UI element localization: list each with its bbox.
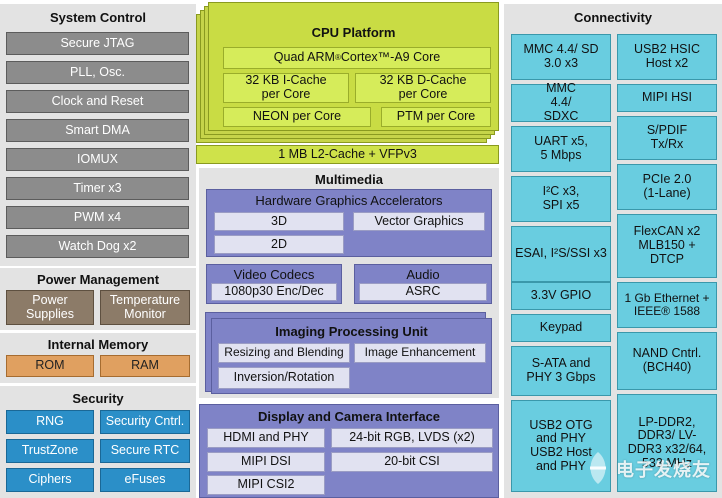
power-management-panel: Power Management Power Supplies Temperat… <box>0 268 196 330</box>
mipi-dsi-block: MIPI DSI <box>207 452 325 472</box>
rgb-lvds-block: 24-bit RGB, LVDS (x2) <box>331 428 493 448</box>
ptm-block: PTM per Core <box>381 107 491 127</box>
iomux-block: IOMUX <box>6 148 189 171</box>
2d-block: 2D <box>214 235 344 254</box>
secure-jtag-block: Secure JTAG <box>6 32 189 55</box>
smart-dma-block: Smart DMA <box>6 119 189 142</box>
nand-controller-block: NAND Cntrl. (BCH40) <box>617 332 717 390</box>
mipi-hsi-block: MIPI HSI <box>617 84 717 112</box>
gigabit-ethernet-block: 1 Gb Ethernet + IEEE® 1588 <box>617 282 717 328</box>
multimedia-panel: Multimedia Hardware Graphics Accelerator… <box>199 168 499 398</box>
internal-memory-title: Internal Memory <box>47 337 149 352</box>
security-panel: Security RNG Security Cntrl. TrustZone S… <box>0 386 196 498</box>
audio-title: Audio <box>406 267 440 282</box>
asrc-block: ASRC <box>359 283 487 301</box>
ram-block: RAM <box>100 355 190 377</box>
esai-i2s-block: ESAI, I²S/SSI x3 <box>511 226 611 282</box>
system-control-title: System Control <box>49 10 147 25</box>
sata-phy-block: S-ATA and PHY 3 Gbps <box>511 346 611 396</box>
power-supplies-block: Power Supplies <box>6 290 94 325</box>
hdmi-phy-block: HDMI and PHY <box>207 428 325 448</box>
watermark-logo-icon <box>590 452 606 484</box>
gpio-block: 3.3V GPIO <box>511 282 611 310</box>
clock-reset-block: Clock and Reset <box>6 90 189 113</box>
pll-osc-block: PLL, Osc. <box>6 61 189 84</box>
timer-block: Timer x3 <box>6 177 189 200</box>
core-suffix: -A9 Core <box>390 50 441 65</box>
core-tm-mark: ™ <box>377 50 391 65</box>
vector-graphics-block: Vector Graphics <box>353 212 485 231</box>
connectivity-title: Connectivity <box>573 10 652 25</box>
pwm-block: PWM x4 <box>6 206 189 229</box>
uart-block: UART x5, 5 Mbps <box>511 126 611 172</box>
watchdog-block: Watch Dog x2 <box>6 235 189 258</box>
power-management-title: Power Management <box>36 272 160 287</box>
inversion-rotation-block: Inversion/Rotation <box>218 367 350 389</box>
hardware-graphics-title: Hardware Graphics Accelerators <box>255 193 443 208</box>
secure-rtc-block: Secure RTC <box>100 439 190 463</box>
mipi-csi2-block: MIPI CSI2 <box>207 475 325 495</box>
video-codecs-value: 1080p30 Enc/Dec <box>211 283 337 301</box>
video-codecs-title: Video Codecs <box>233 267 315 282</box>
rom-block: ROM <box>6 355 94 377</box>
lpddr2-ddr3-block: LP-DDR2, DDR3/ LV-DDR3 x32/64, 533 MHz <box>617 394 717 492</box>
hardware-graphics-panel: Hardware Graphics Accelerators 3D Vector… <box>206 189 492 257</box>
audio-panel: Audio ASRC <box>354 264 492 304</box>
internal-memory-panel: Internal Memory ROM RAM <box>0 333 196 383</box>
keypad-block: Keypad <box>511 314 611 342</box>
3d-block: 3D <box>214 212 344 231</box>
display-camera-panel: Display and Camera Interface HDMI and PH… <box>199 404 499 498</box>
csi-20bit-block: 20-bit CSI <box>331 452 493 472</box>
pcie-block: PCIe 2.0 (1-Lane) <box>617 164 717 210</box>
core-prefix: Quad ARM <box>273 50 335 65</box>
watermark-logo: 电子发烧友 <box>578 448 718 492</box>
efuses-block: eFuses <box>100 468 190 492</box>
mmc-sd-block: MMC 4.4/ SD 3.0 x3 <box>511 34 611 80</box>
rng-block: RNG <box>6 410 94 434</box>
l2-cache-bar: 1 MB L2-Cache + VFPv3 <box>196 145 499 164</box>
core-reg-mark: ® <box>334 52 341 62</box>
watermark-text: 电子发烧友 <box>616 460 711 480</box>
ciphers-block: Ciphers <box>6 468 94 492</box>
image-enhancement-block: Image Enhancement <box>354 343 486 363</box>
imaging-processing-title: Imaging Processing Unit <box>275 324 428 339</box>
core-mid: Cortex <box>340 50 378 65</box>
spdif-block: S/PDIF Tx/Rx <box>617 116 717 160</box>
video-codecs-panel: Video Codecs 1080p30 Enc/Dec <box>206 264 342 304</box>
connectivity-panel: Connectivity MMC 4.4/ SD 3.0 x3 MMC 4.4/… <box>504 4 722 498</box>
security-controller-block: Security Cntrl. <box>100 410 190 434</box>
multimedia-title: Multimedia <box>315 172 383 187</box>
security-title: Security <box>72 391 124 406</box>
dcache-block: 32 KB D-Cache per Core <box>355 73 491 103</box>
icache-block: 32 KB I-Cache per Core <box>223 73 349 103</box>
imaging-processing-panel: Imaging Processing Unit Resizing and Ble… <box>211 318 492 394</box>
i2c-spi-block: I²C x3, SPI x5 <box>511 176 611 222</box>
usb2-hsic-block: USB2 HSIC Host x2 <box>617 34 717 80</box>
display-camera-title: Display and Camera Interface <box>257 409 441 424</box>
trustzone-block: TrustZone <box>6 439 94 463</box>
flexcan-mlb-block: FlexCAN x2 MLB150 + DTCP <box>617 214 717 278</box>
neon-block: NEON per Core <box>223 107 371 127</box>
cpu-platform-title: CPU Platform <box>311 25 396 40</box>
resizing-blending-block: Resizing and Blending <box>218 343 350 363</box>
mmc-sdxc-block: MMC 4.4/ SDXC <box>511 82 611 123</box>
temperature-monitor-block: Temperature Monitor <box>100 290 190 325</box>
system-control-panel: System Control Secure JTAG PLL, Osc. Clo… <box>0 4 196 266</box>
